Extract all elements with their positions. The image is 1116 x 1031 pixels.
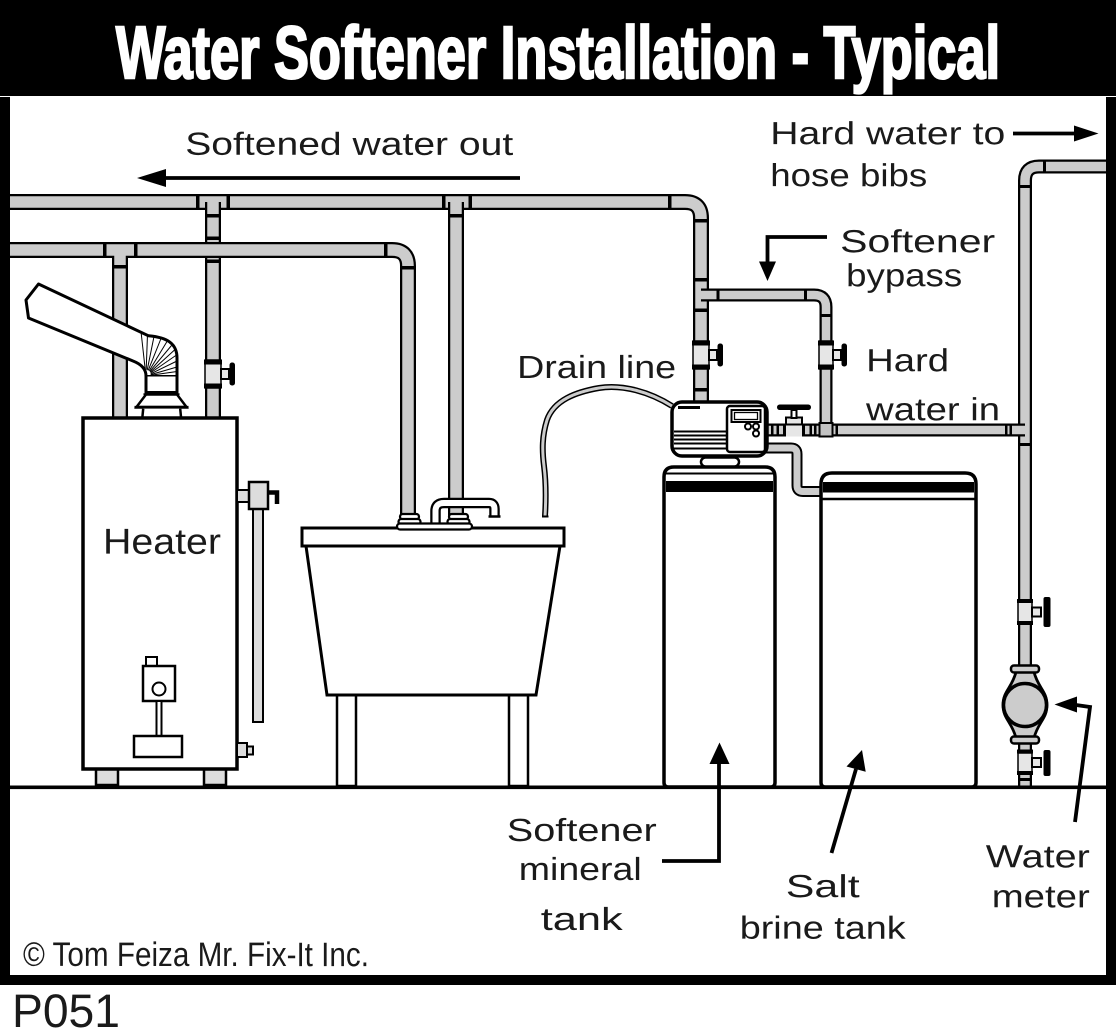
svg-text:brine tank: brine tank [740,910,907,946]
svg-text:Hard: Hard [866,342,949,378]
svg-text:P051: P051 [12,984,120,1031]
svg-text:Softened water out: Softened water out [185,126,513,162]
svg-text:Hard water to: Hard water to [770,115,1005,151]
svg-text:Drain line: Drain line [517,349,676,385]
svg-text:meter: meter [992,878,1090,914]
svg-text:Heater: Heater [103,521,221,562]
svg-text:bypass: bypass [846,257,962,293]
svg-text:mineral: mineral [519,851,642,887]
svg-text:© Tom Feiza Mr. Fix-It Inc.: © Tom Feiza Mr. Fix-It Inc. [23,936,369,974]
svg-text:hose bibs: hose bibs [770,157,927,193]
svg-text:tank: tank [541,901,624,937]
svg-text:Water: Water [986,838,1090,874]
svg-text:Salt: Salt [786,868,860,904]
svg-text:Softener: Softener [840,223,995,259]
svg-text:Water Softener Installation -: Water Softener Installation - Typical [116,11,1000,94]
svg-text:Softener: Softener [507,812,657,848]
svg-text:water in: water in [865,391,1000,427]
